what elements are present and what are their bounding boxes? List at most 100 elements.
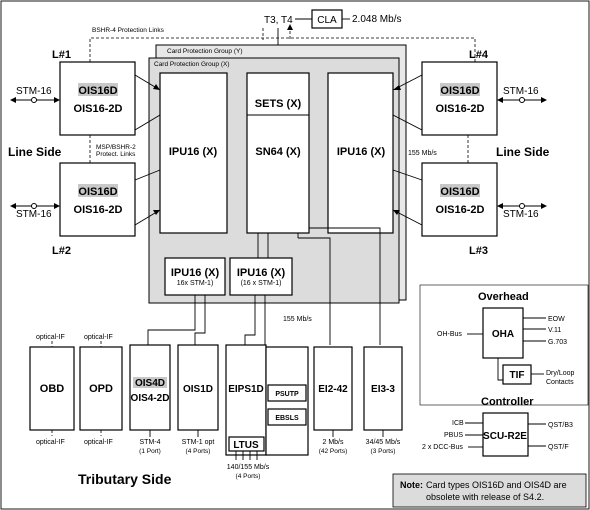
note-label: Note:	[400, 480, 423, 490]
ltus-ports: (4 Ports)	[236, 473, 261, 480]
ois-l1-box	[59, 61, 136, 136]
overhead-title: Overhead	[478, 291, 529, 303]
sn64-label: SN64 (X)	[255, 146, 301, 158]
l3-label: L#3	[469, 245, 488, 257]
oha-box	[482, 307, 524, 359]
ois-l4-box	[421, 61, 498, 136]
ois-l3-name: OIS16D	[440, 186, 479, 198]
ipu16-right-label: IPU16 (X)	[337, 146, 386, 158]
dry-loop-label: Dry/Loop	[546, 370, 575, 377]
ipu16-small-2-box	[229, 257, 293, 296]
obd-opt-top: optical-IF	[36, 334, 65, 341]
ois-l1-name: OIS16D	[78, 85, 117, 97]
oh-bus-label: OH-Bus	[437, 331, 462, 338]
icb-label: ICB	[452, 420, 464, 427]
stm16-l2-label: STM-16	[16, 209, 52, 220]
ois-l2-box	[59, 162, 136, 237]
tif-label: TIF	[510, 370, 525, 381]
obd-opt-bottom: optical-IF	[36, 439, 65, 446]
note-line2: obsolete with release of S4.2.	[426, 492, 544, 502]
group-y-label: Card Protection Group (Y)	[167, 48, 243, 55]
ois4-2d-label: OIS4-2D	[131, 393, 170, 404]
ei3-ports: (3 Ports)	[371, 448, 396, 455]
pbus-label: PBUS	[444, 432, 463, 439]
ipu16-small-2-label: IPU16 (X)	[237, 267, 286, 279]
oha-label: OHA	[492, 329, 514, 340]
sets-label: SETS (X)	[255, 98, 302, 110]
qst-f-label: QST/F	[548, 444, 569, 451]
sn64-box	[246, 72, 310, 234]
ipu16-left-label: IPU16 (X)	[169, 146, 218, 158]
opd-opt-bottom: optical-IF	[84, 439, 113, 446]
line-side-right: Line Side	[496, 145, 550, 159]
ipu16-left-box	[159, 72, 228, 234]
eips1d-label: EIPS1D	[228, 384, 264, 395]
opd-box	[79, 346, 123, 431]
t3t4-label: T3, T4	[264, 15, 293, 26]
ltus-box	[228, 436, 265, 452]
stm16-l3-label: STM-16	[503, 209, 539, 220]
opd-opt-top: optical-IF	[84, 334, 113, 341]
ipu16-right-box	[327, 72, 394, 234]
l4-label: L#4	[469, 49, 489, 61]
stm1opt-label: STM-1 opt	[182, 439, 215, 446]
opd-label: OPD	[89, 383, 113, 395]
bus-155-label: 155 Mb/s	[283, 316, 312, 323]
ei3-3-label: EI3-3	[371, 384, 395, 395]
ois-l1-name2: OIS16-2D	[74, 103, 123, 115]
stm4-ports: (1 Port)	[139, 448, 161, 455]
ei3-rate: 34/45 Mb/s	[366, 439, 401, 446]
ei2-42-box	[313, 346, 353, 431]
ei2-ports: (42 Ports)	[319, 448, 348, 455]
contacts-label: Contacts	[546, 379, 574, 386]
ois-l4-name: OIS16D	[440, 85, 479, 97]
scu-label: SCU-R2E	[483, 431, 527, 442]
v11-label: V.11	[548, 327, 561, 334]
bshr4-label: BSHR-4 Protection Links	[92, 27, 165, 34]
ei2-rate: 2 Mb/s	[322, 439, 344, 446]
ipu16-small-1-sub: 16x STM-1)	[177, 280, 214, 287]
scu-box	[482, 412, 529, 457]
overhead-panel	[419, 284, 589, 406]
ltus-rate: 140/155 Mb/s	[227, 464, 270, 471]
note-line1: Card types OIS16D and OIS4D are	[426, 480, 567, 490]
ois-l3-name2: OIS16-2D	[436, 204, 485, 216]
obd-label: OBD	[40, 383, 65, 395]
ois1d-box	[177, 344, 219, 431]
stm4-label: STM-4	[140, 439, 161, 446]
g703-label: G.703	[548, 339, 567, 346]
l1-label: L#1	[52, 49, 71, 61]
l2-label: L#2	[52, 245, 71, 257]
ois-l2-name2: OIS16-2D	[74, 204, 123, 216]
ltus-label: LTUS	[233, 440, 259, 451]
ois-l4-name2: OIS16-2D	[436, 103, 485, 115]
eow-label: EOW	[548, 316, 565, 323]
controller-title: Controller	[481, 396, 534, 408]
tif-box	[502, 364, 532, 385]
cla-label: CLA	[317, 15, 337, 26]
dcc-label: 2 x DCC-Bus	[422, 444, 463, 451]
ipu16-small-2-sub: (16 x STM-1)	[241, 280, 282, 287]
clock-rate-label: 2.048 Mb/s	[352, 14, 401, 25]
line-side-left: Line Side	[8, 145, 62, 159]
tributary-side-title: Tributary Side	[78, 471, 172, 487]
ei2-42-label: EI2-42	[318, 384, 348, 395]
qst-b3-label: QST/B3	[548, 422, 573, 429]
psutp-label: PSUTP	[275, 391, 299, 398]
ebsls-label: EBSLS	[275, 415, 299, 422]
note-box	[392, 473, 587, 508]
ois-l2-name: OIS16D	[78, 186, 117, 198]
group-x-label: Card Protection Group (X)	[154, 61, 230, 68]
ipu16-small-1-box	[164, 257, 226, 296]
obd-box	[29, 346, 75, 431]
stm16-l1-label: STM-16	[16, 86, 52, 97]
ois-l3-box	[421, 162, 498, 237]
ipu16-small-1-label: IPU16 (X)	[171, 267, 220, 279]
ois4d-label: OIS4D	[135, 378, 165, 389]
rate-155-right: 155 Mb/s	[408, 150, 437, 157]
stm1-ports: (4 Ports)	[186, 448, 211, 455]
stm16-l4-label: STM-16	[503, 86, 539, 97]
ois1d-label: OIS1D	[183, 384, 213, 395]
